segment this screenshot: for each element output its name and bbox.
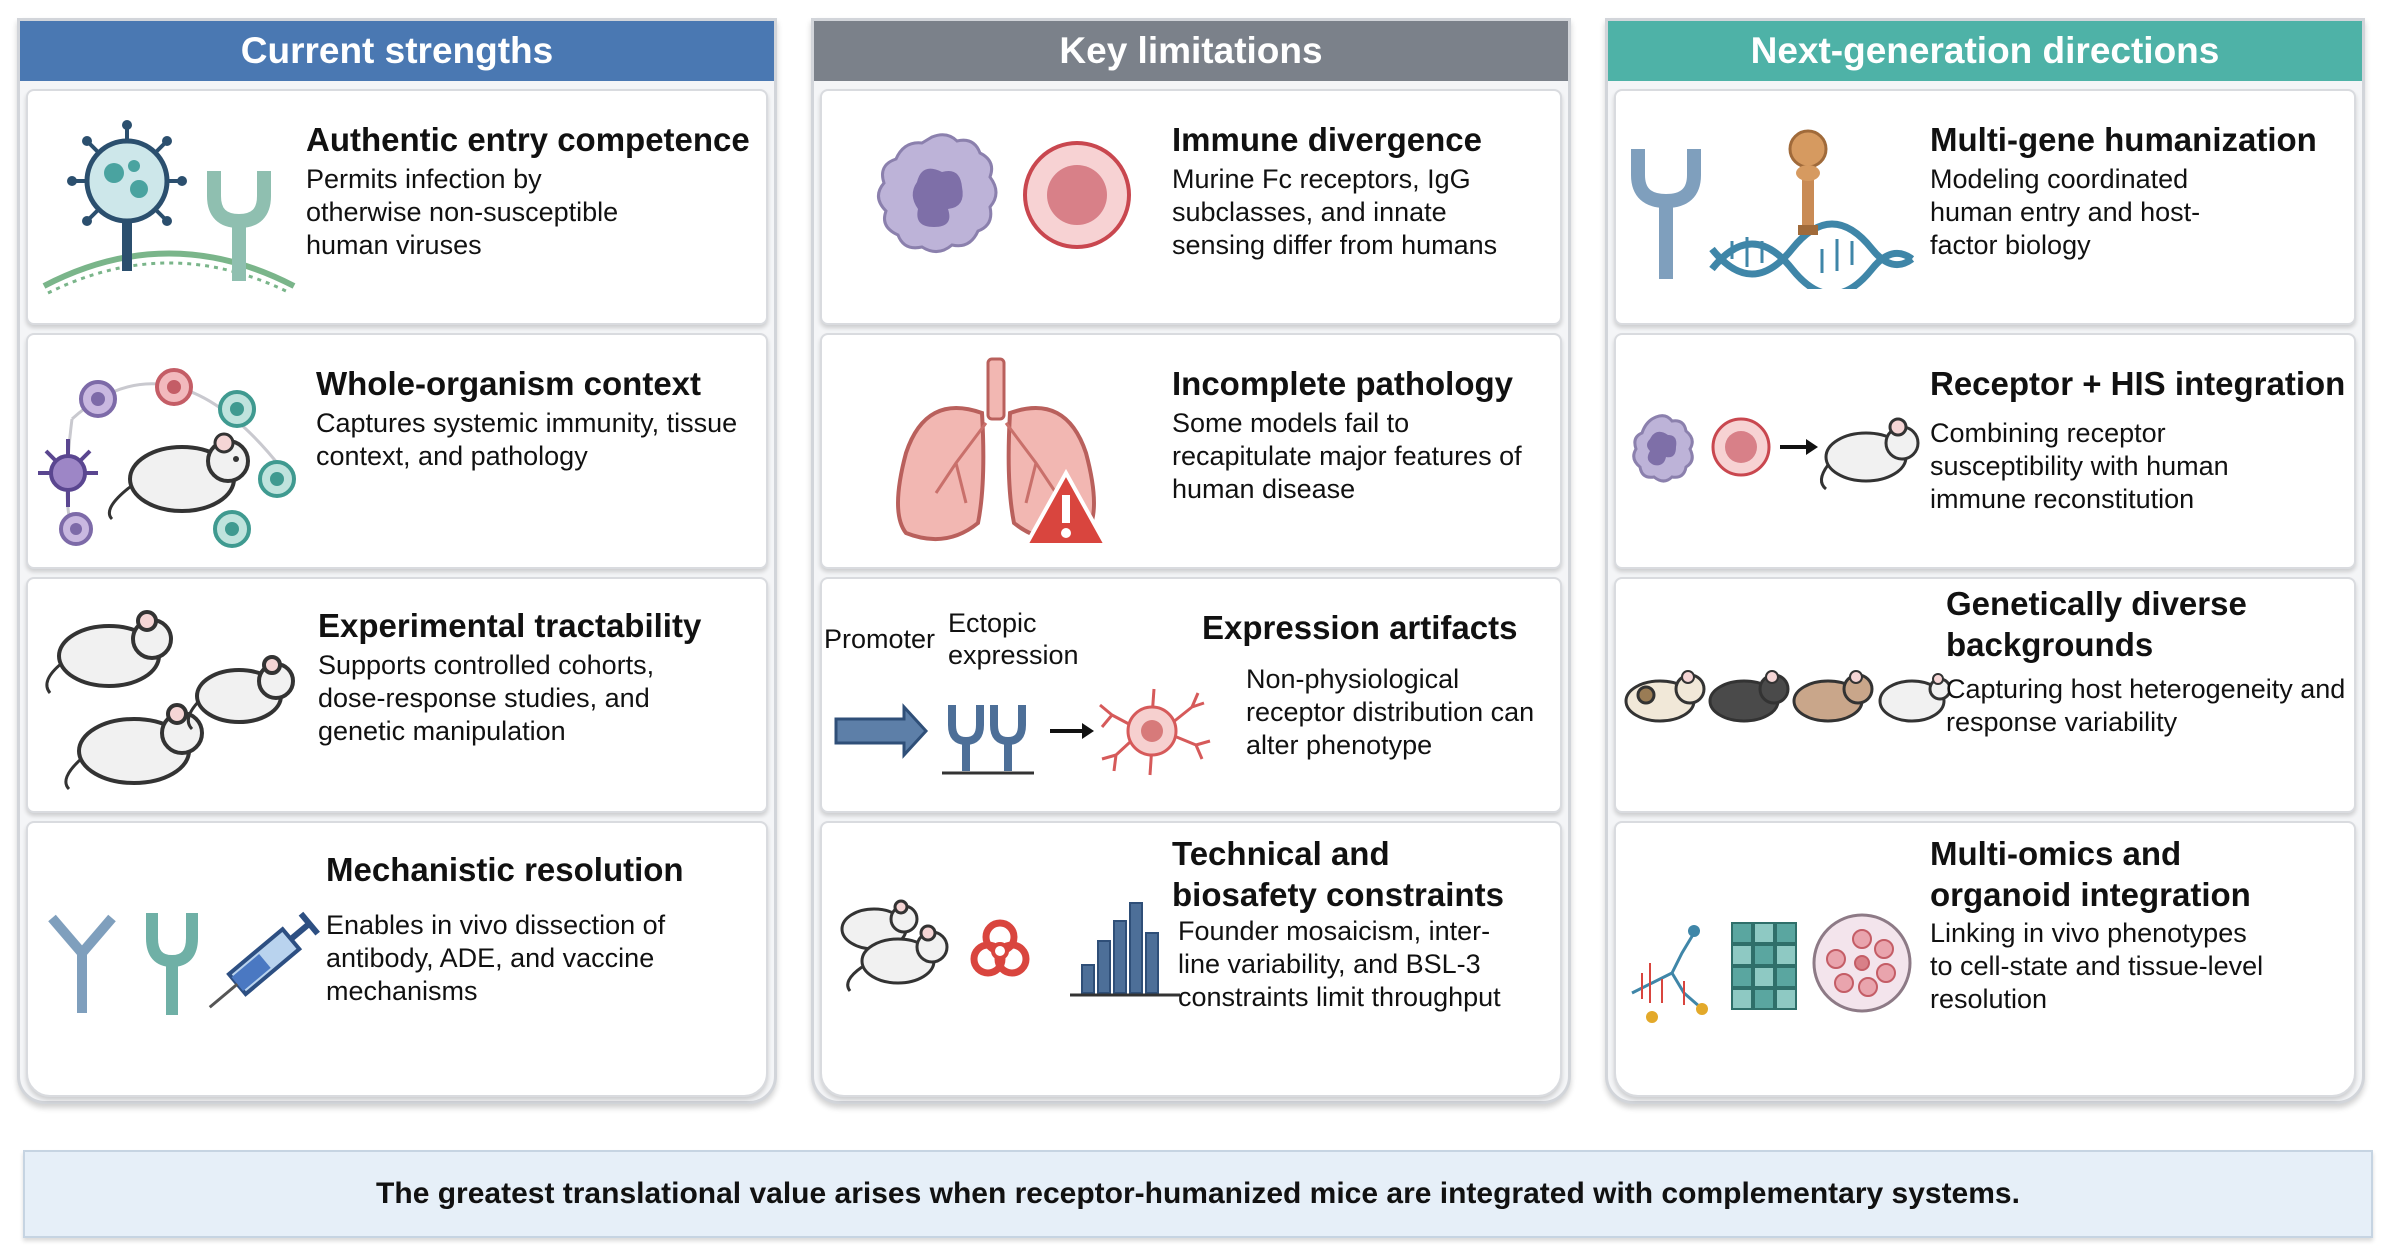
promoter-receptor-neuron-icon [834,688,1211,776]
conclusion-banner: The greatest translational value arises … [23,1150,2373,1238]
card-title: Immune divergence [1172,121,1482,158]
card-title: Receptor + HIS integration [1930,365,2346,402]
card-description: Combining receptor susceptibility with h… [1930,418,2229,514]
immune-network-mouse-icon [38,368,296,548]
column-header: Key limitations [814,21,1568,81]
card-multi-omics-organoid: Multi-omics and organoid integration Lin… [1614,821,2356,1097]
card-immune-divergence: Immune divergence Murine Fc receptors, I… [820,89,1562,325]
card-title: Multi-gene humanization [1930,121,2317,158]
card-receptor-his-integration: Receptor + HIS integration Combining rec… [1614,333,2356,569]
card-genetically-diverse: Genetically diverse backgrounds Capturin… [1614,577,2356,813]
card-whole-organism: Whole-organism context Captures systemic… [26,333,768,569]
column-header: Next-generation directions [1608,21,2362,81]
card-title: Expression artifacts [1202,609,1518,646]
card-title: Technical and biosafety constraints [1172,835,1504,913]
ectopic-expression-label: Ectopic expression [948,608,1079,670]
card-expression-artifacts: Promoter Ectopic expression Expression a… [820,577,1562,813]
mice-cohort-icon [45,610,295,791]
card-description: Modeling coordinated human entry and hos… [1930,164,2201,260]
card-multi-gene-humanization: Multi-gene humanization Modeling coordin… [1614,89,2356,325]
receptor-dna-icon [1631,129,1915,289]
card-description: Non-physiological receptor distribution … [1246,664,1535,760]
card-description: Murine Fc receptors, IgG subclasses, and… [1172,164,1498,260]
diverse-mice-icon [1624,670,1950,723]
card-title: Multi-omics and organoid integration [1930,835,2251,913]
card-title: Whole-organism context [316,365,702,402]
card-description: Captures systemic immunity, tissue conte… [316,408,738,471]
card-title: Genetically diverse backgrounds [1946,585,2247,663]
immune-cells-icon [877,133,1131,253]
card-authentic-entry: Authentic entry competence Permits infec… [26,89,768,325]
card-title: Incomplete pathology [1172,365,1514,402]
column-key-limitations: Key limitations Immune divergence Murine… [811,18,1571,1104]
immune-cells-mouse-icon [1632,414,1920,491]
card-description: Founder mosaicism, inter-line variabilit… [1178,916,1501,1012]
card-title: Experimental tractability [318,607,702,644]
promoter-label: Promoter [824,624,936,654]
lungs-warning-icon [896,357,1110,547]
card-description: Linking in vivo phenotypes to cell-state… [1930,918,2264,1014]
card-title: Authentic entry competence [306,121,750,158]
column-header: Current strengths [20,21,774,81]
omics-organoid-icon [1631,913,1912,1023]
card-description: Enables in vivo dissection of antibody, … [326,910,666,1006]
antibody-syringe-icon [48,911,320,1015]
card-mechanistic-resolution: Mechanistic resolution Enables in vivo d… [26,821,768,1097]
card-description: Permits infection by otherwise non-susce… [306,164,619,260]
virus-receptor-icon [42,120,296,295]
card-description: Capturing host heterogeneity and respons… [1946,674,2346,737]
card-technical-biosafety: Technical and biosafety constraints Foun… [820,821,1562,1097]
mice-biohazard-chart-icon [840,899,1180,997]
card-description: Some models fail to recapitulate major f… [1172,408,1522,504]
column-current-strengths: Current strengths Authentic entry compet… [17,18,777,1104]
card-description: Supports controlled cohorts, dose-respon… [318,650,655,746]
card-incomplete-pathology: Incomplete pathology Some models fail to… [820,333,1562,569]
card-title: Mechanistic resolution [326,851,684,888]
card-experimental-tractability: Experimental tractability Supports contr… [26,577,768,813]
column-next-generation-directions: Next-generation directions Multi-gene hu… [1605,18,2365,1104]
